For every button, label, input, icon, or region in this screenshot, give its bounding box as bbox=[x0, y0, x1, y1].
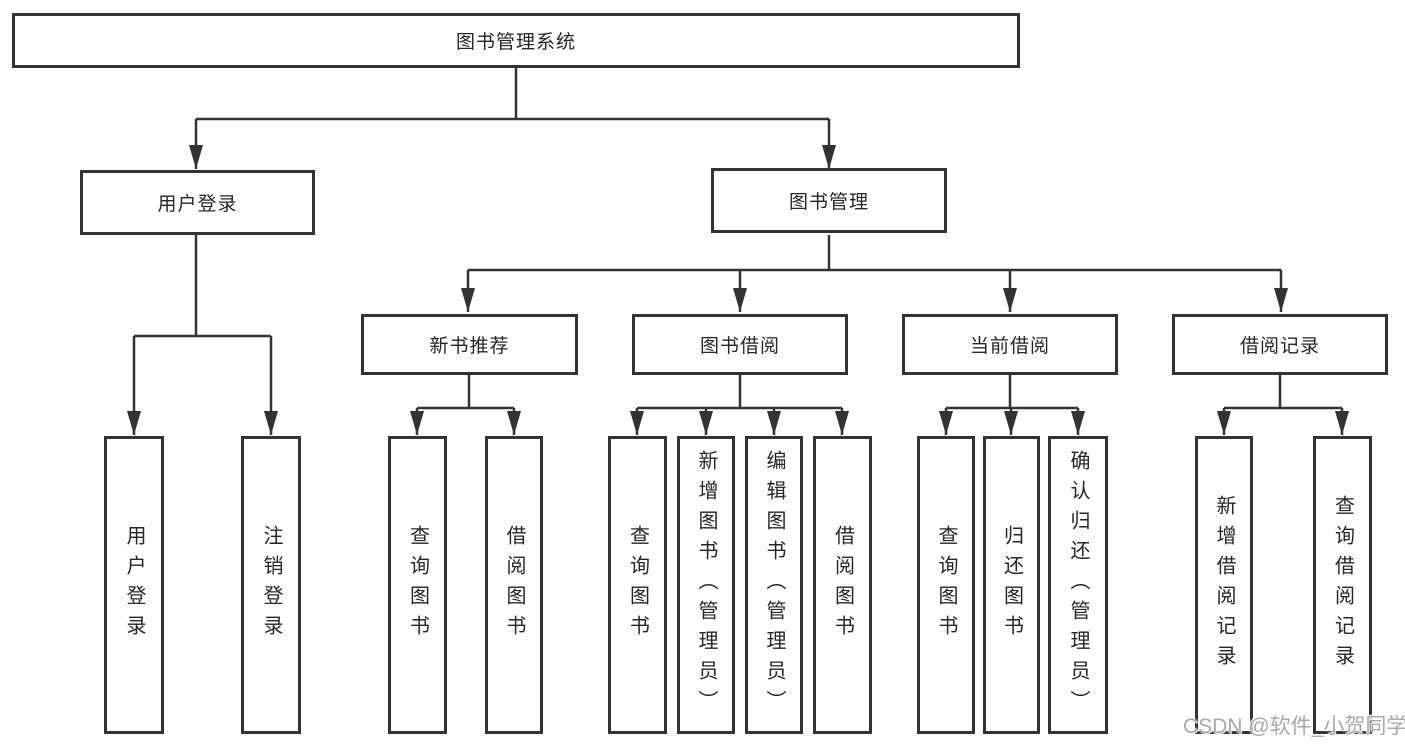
connector-root-to-level2 bbox=[189, 68, 836, 169]
connector-new-book-recommend-branch bbox=[410, 375, 521, 435]
connector-book-management-branch bbox=[461, 235, 1288, 312]
node-leaf-return-book: 归还图书 bbox=[983, 436, 1040, 734]
node-leaf-query-borrow-record: 查询借阅记录 bbox=[1313, 436, 1372, 734]
node-leaf-query-books-recommend: 查询图书 bbox=[388, 436, 447, 734]
connector-user-login-branch bbox=[127, 235, 278, 435]
connector-borrow-records-branch bbox=[1217, 375, 1349, 435]
node-leaf-add-borrow-record: 新增借阅记录 bbox=[1195, 436, 1253, 734]
node-leaf-query-books-current: 查询图书 bbox=[917, 436, 975, 734]
node-user-login: 用户登录 bbox=[80, 170, 315, 235]
node-current-borrow: 当前借阅 bbox=[902, 314, 1118, 375]
node-leaf-confirm-return-admin: 确认归还（管理员） bbox=[1048, 436, 1108, 734]
connector-book-borrow-branch bbox=[630, 375, 849, 435]
node-leaf-borrow-books-recommend: 借阅图书 bbox=[485, 436, 543, 734]
node-leaf-logout: 注销登录 bbox=[241, 436, 301, 734]
connector-current-borrow-branch bbox=[939, 375, 1085, 435]
node-book-borrow: 图书借阅 bbox=[632, 314, 848, 375]
node-leaf-query-books-borrow: 查询图书 bbox=[608, 436, 667, 734]
node-new-book-recommend: 新书推荐 bbox=[361, 314, 578, 375]
node-book-management-system: 图书管理系统 bbox=[12, 13, 1020, 68]
node-borrow-records: 借阅记录 bbox=[1172, 314, 1388, 375]
node-leaf-add-book-admin: 新增图书（管理员） bbox=[677, 436, 735, 734]
watermark: CSDN @软件_小贺同学 bbox=[1183, 715, 1405, 738]
node-leaf-user-login: 用户登录 bbox=[104, 436, 164, 734]
node-leaf-borrow-books: 借阅图书 bbox=[813, 436, 872, 734]
node-leaf-edit-book-admin: 编辑图书（管理员） bbox=[745, 436, 803, 734]
node-book-management: 图书管理 bbox=[711, 168, 947, 233]
